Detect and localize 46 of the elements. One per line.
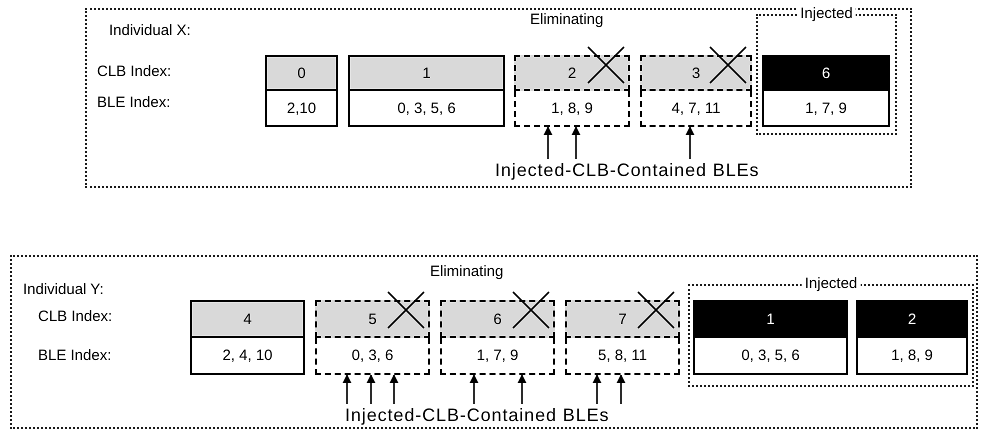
row-label: BLE Index: (38, 347, 112, 364)
arrow (592, 374, 602, 404)
row-label: CLB Index: (97, 63, 172, 80)
ble-index-cell: 4, 7, 11 (640, 91, 752, 127)
clb-index-cell: 3 (640, 55, 752, 91)
row-label: Eliminating (530, 11, 604, 28)
arrow (686, 126, 694, 159)
ble-index-cell: 1, 7, 9 (440, 338, 555, 375)
group-label: Injected (797, 5, 856, 22)
ble-index-cell: 0, 3, 6 (315, 338, 430, 375)
clb-index-cell: 2 (856, 300, 968, 338)
clb-index-cell: 6 (762, 55, 890, 91)
group-label: Injected (802, 275, 860, 292)
arrow (572, 126, 580, 159)
arrow (544, 126, 552, 159)
individual-title: Individual Y: (23, 281, 104, 298)
clb-index-cell: 4 (190, 300, 305, 338)
clb-index-cell: 2 (514, 55, 630, 91)
row-label: CLB Index: (38, 308, 112, 325)
clb-index-cell: 1 (348, 55, 505, 91)
arrow (470, 374, 478, 404)
arrow (366, 374, 376, 404)
dotted-panel (85, 8, 912, 188)
row-label: BLE Index: (97, 94, 170, 111)
ble-index-cell: 5, 8, 11 (565, 338, 680, 375)
clb-index-cell: 7 (565, 300, 680, 338)
clb-index-cell: 5 (315, 300, 430, 338)
ble-index-cell: 1, 8, 9 (856, 338, 968, 375)
clb-index-cell: 0 (265, 55, 338, 91)
ble-index-cell: 0, 3, 5, 6 (693, 338, 848, 375)
ble-index-cell: 0, 3, 5, 6 (348, 91, 505, 127)
annotation-text: Injected-CLB-Contained BLEs (495, 160, 760, 181)
dotted-panel (10, 255, 978, 429)
ble-index-cell: 1, 8, 9 (514, 91, 630, 127)
ble-index-cell: 2, 4, 10 (190, 338, 305, 375)
ble-index-cell: 1, 7, 9 (762, 91, 890, 127)
arrow (616, 374, 626, 404)
clb-index-cell: 6 (440, 300, 555, 338)
annotation-text: Injected-CLB-Contained BLEs (345, 405, 610, 426)
ble-index-cell: 2,10 (265, 91, 338, 127)
individual-title: Individual X: (109, 22, 191, 39)
arrow (390, 374, 398, 404)
arrow (518, 374, 526, 404)
clb-index-cell: 1 (693, 300, 848, 338)
row-label: Eliminating (430, 263, 504, 280)
arrow (342, 374, 352, 404)
